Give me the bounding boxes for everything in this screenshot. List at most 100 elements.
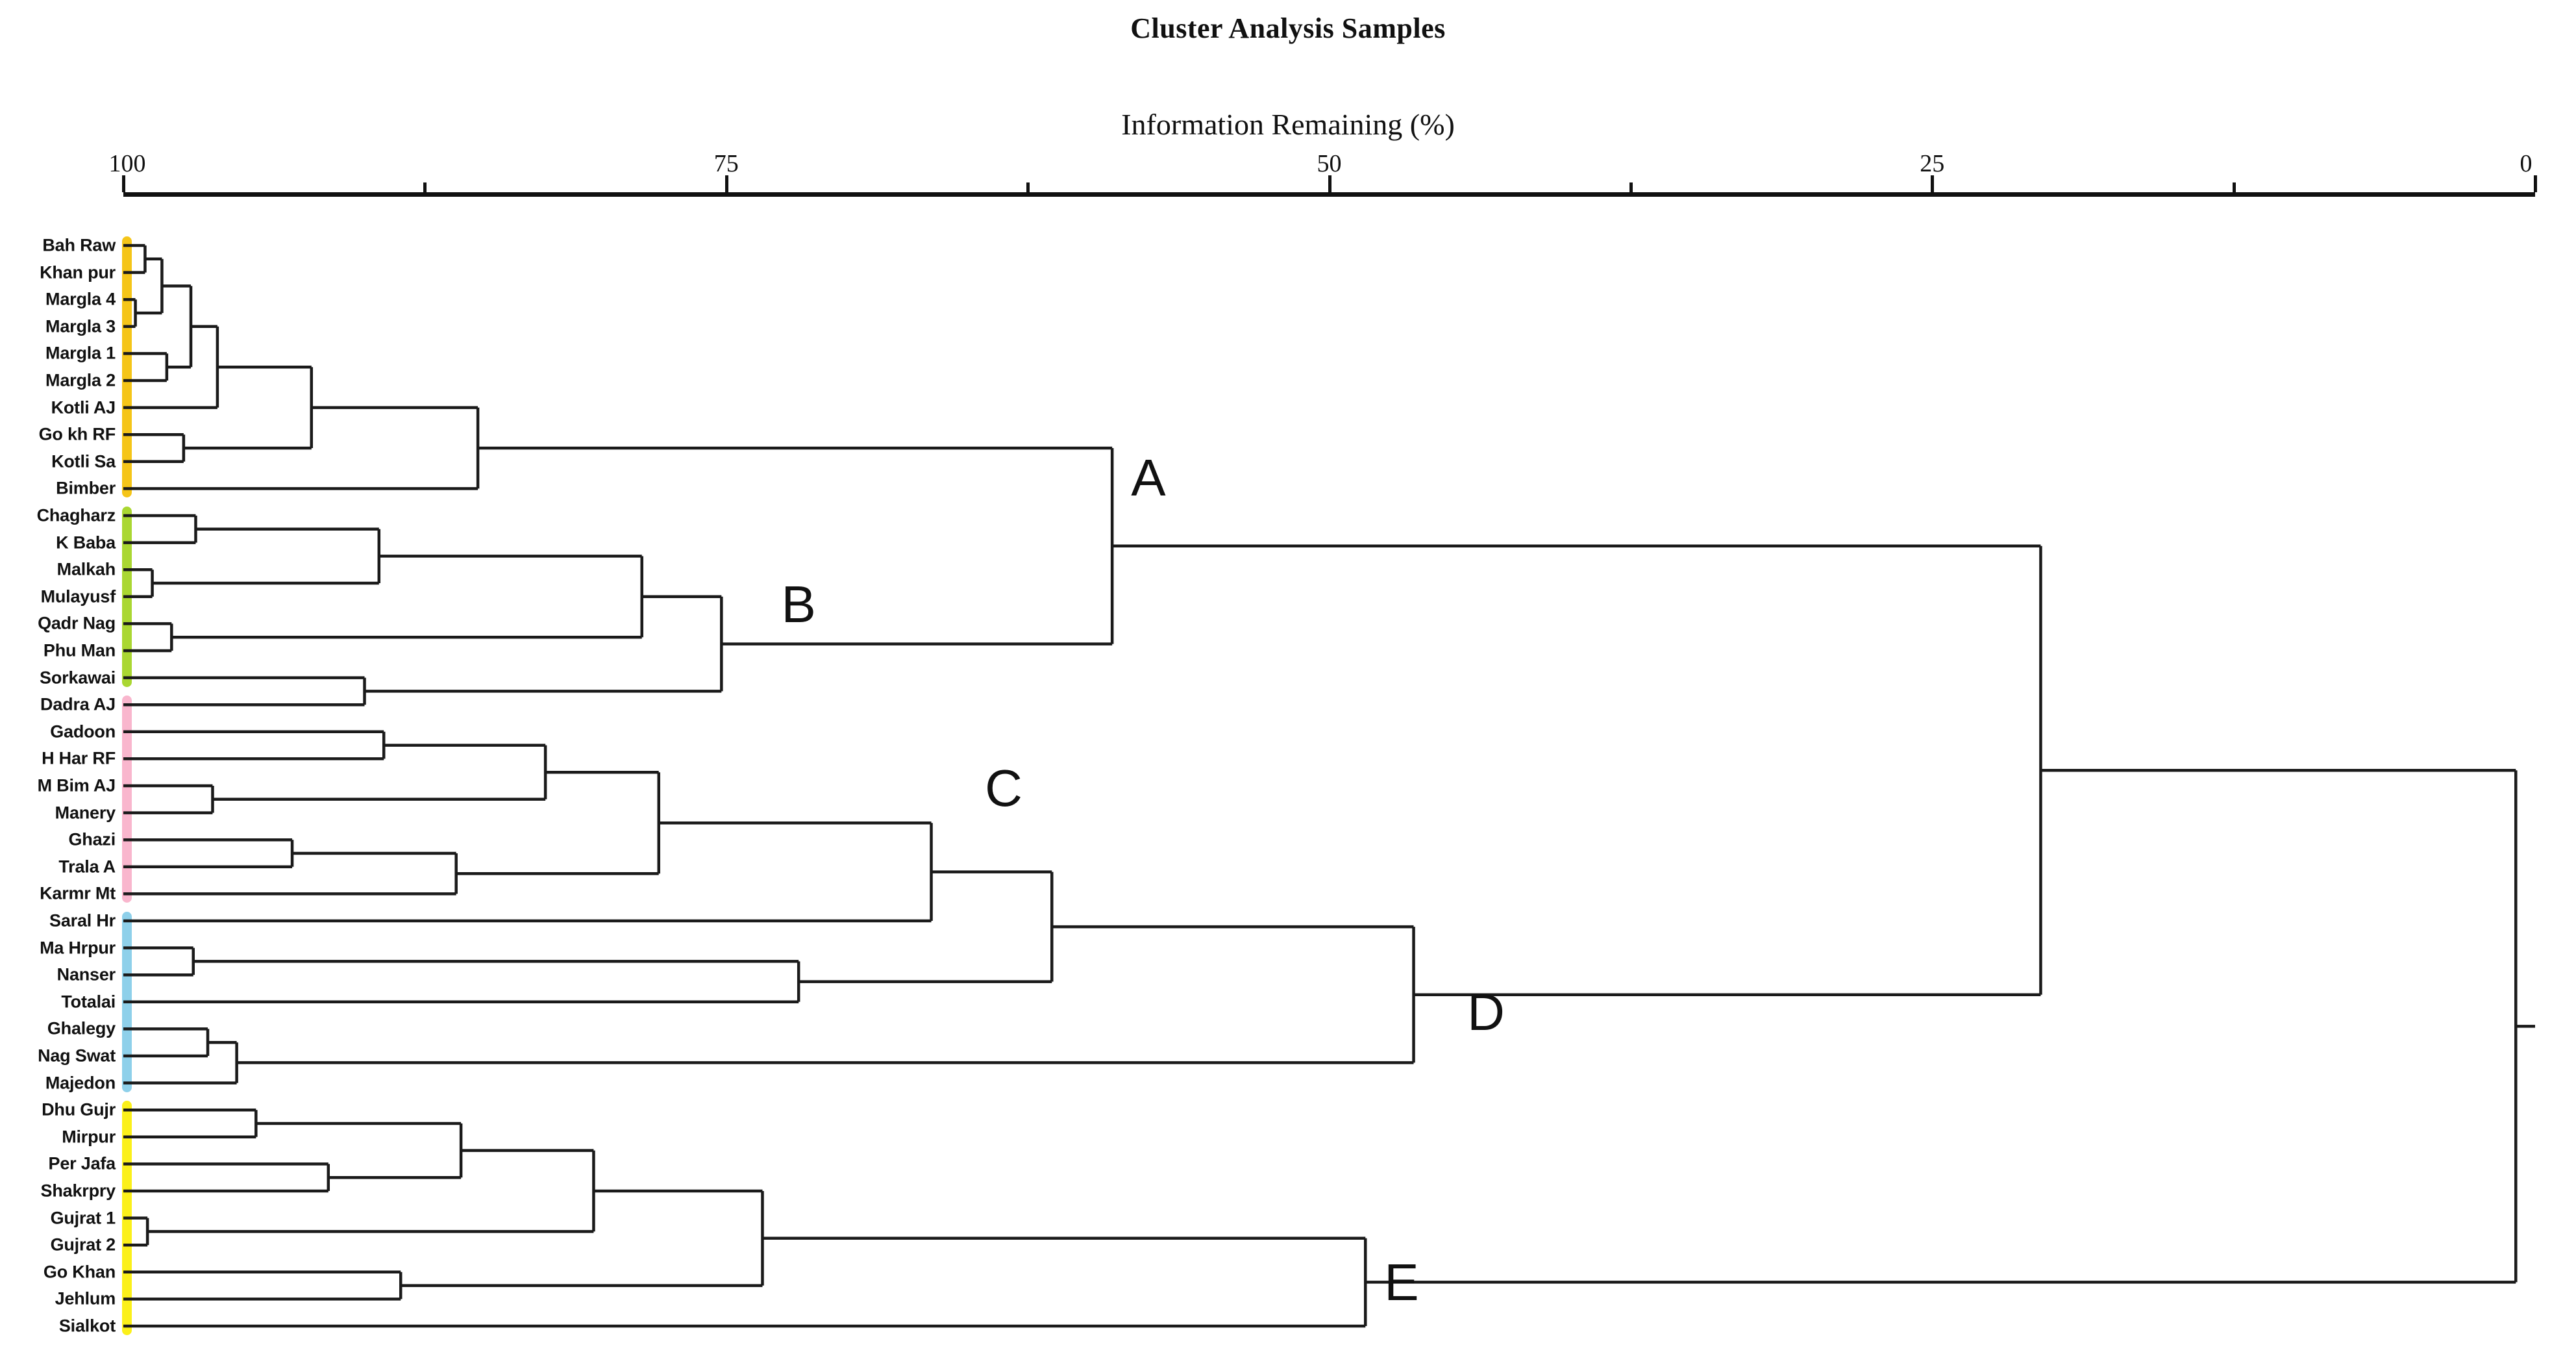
leaf-label: Kotli Sa bbox=[51, 451, 116, 471]
dendrogram-branch bbox=[171, 555, 643, 639]
leaf-label: Nag Swat bbox=[38, 1046, 116, 1066]
leaf-label: Phu Man bbox=[43, 640, 116, 660]
leaf-label: H Har RF bbox=[42, 748, 116, 768]
dendrogram-branch bbox=[212, 744, 547, 801]
cluster-color-bar-a bbox=[122, 236, 132, 498]
leaf-label: Gujrat 1 bbox=[50, 1208, 116, 1228]
dendrogram-branch bbox=[123, 946, 195, 977]
page-title: Cluster Analysis Samples bbox=[1130, 12, 1446, 44]
axis-line bbox=[123, 192, 2535, 197]
dendrogram-branch bbox=[135, 257, 164, 315]
leaf-label: Margla 1 bbox=[45, 343, 116, 363]
leaf-label: Nanser bbox=[56, 964, 116, 984]
leaf-label: M Bim AJ bbox=[37, 775, 116, 796]
leaf-label: Manery bbox=[55, 803, 116, 823]
dendrogram-branch bbox=[364, 595, 723, 693]
leaf-label: K Baba bbox=[56, 533, 116, 553]
dendrogram-branch bbox=[123, 1162, 330, 1193]
dendrogram-branch bbox=[123, 1270, 402, 1301]
cluster-color-bar-c bbox=[122, 696, 132, 903]
leaf-label: Margla 3 bbox=[45, 316, 116, 336]
axis-title: Information Remaining (%) bbox=[1121, 108, 1455, 141]
axis-tick bbox=[1629, 182, 1633, 192]
cluster-letter-b: B bbox=[781, 575, 816, 634]
axis-tick-label: 50 bbox=[1317, 150, 1342, 177]
leaf-label: Totalai bbox=[61, 992, 116, 1012]
leaf-label: Bah Raw bbox=[42, 235, 116, 255]
dendrogram-branch bbox=[123, 1216, 149, 1247]
leaf-label: Khan pur bbox=[40, 262, 116, 282]
leaf-label: Trala A bbox=[58, 857, 116, 877]
axis-tick bbox=[1931, 175, 1935, 192]
dendrogram-branch bbox=[123, 1027, 210, 1058]
dendrogram-branch bbox=[1365, 769, 2518, 1284]
leaf-label: Ghalegy bbox=[47, 1018, 116, 1038]
leaf-label: Mulayusf bbox=[40, 586, 116, 607]
leaf-label: Dhu Gujr bbox=[42, 1099, 116, 1120]
leaf-label: Go kh RF bbox=[38, 424, 116, 444]
leaf-label: Jehlum bbox=[55, 1288, 116, 1309]
dendrogram-branch bbox=[256, 1122, 463, 1179]
leaf-label: Margla 2 bbox=[45, 370, 116, 390]
leaf-label: Margla 4 bbox=[45, 289, 116, 309]
dendrogram-branch bbox=[123, 1236, 1367, 1328]
cluster-letter-a: A bbox=[1131, 448, 1166, 507]
leaf-label: Qadr Nag bbox=[38, 613, 116, 633]
dendrogram-branch bbox=[123, 244, 147, 274]
dendrogram-branch bbox=[123, 784, 214, 814]
dendrogram-branch bbox=[401, 1189, 764, 1287]
axis-tick bbox=[724, 175, 728, 192]
axis-tick bbox=[122, 175, 125, 192]
dendrogram-branch bbox=[123, 730, 386, 760]
dendrogram-branch bbox=[123, 1108, 258, 1139]
axis-tick-label: 0 bbox=[2520, 150, 2533, 177]
axis-tick bbox=[2232, 182, 2236, 192]
axis-tick bbox=[1026, 182, 1030, 192]
dendrogram-branch bbox=[799, 870, 1054, 983]
dendrogram-branch bbox=[123, 851, 458, 896]
leaf-label: Karmr Mt bbox=[40, 883, 116, 903]
axis-tick bbox=[423, 182, 427, 192]
axis-tick bbox=[1328, 175, 1331, 192]
leaf-label: Bimber bbox=[56, 478, 116, 498]
leaf-label: Malkah bbox=[56, 559, 116, 579]
cluster-letter-d: D bbox=[1467, 983, 1505, 1042]
axis-tick-label: 100 bbox=[108, 150, 146, 177]
dendrogram-branch bbox=[123, 1040, 238, 1084]
leaf-label: Mirpur bbox=[62, 1127, 116, 1147]
dendrogram-branch bbox=[123, 514, 197, 544]
cluster-letter-e: E bbox=[1384, 1253, 1419, 1312]
leaf-label: Sialkot bbox=[58, 1316, 116, 1336]
dendrogram-branch bbox=[123, 568, 154, 599]
dendrogram-branch bbox=[123, 622, 173, 653]
leaf-label: Gujrat 2 bbox=[50, 1235, 116, 1255]
leaf-label: Gadoon bbox=[50, 721, 116, 742]
cluster-letter-c: C bbox=[985, 759, 1022, 818]
leaf-label: Saral Hr bbox=[49, 910, 116, 931]
leaf-label: Shakrpry bbox=[40, 1181, 116, 1201]
dendrogram-branch bbox=[123, 352, 169, 382]
dendrogram-branch bbox=[152, 527, 381, 585]
leaf-label: Sorkawai bbox=[40, 668, 116, 688]
leaf-label: Chagharz bbox=[36, 505, 116, 525]
dendrogram-branch bbox=[123, 821, 933, 923]
leaf-label: Ma Hrpur bbox=[40, 938, 116, 958]
axis-tick-label: 25 bbox=[1920, 150, 1945, 177]
leaf-label: Majedon bbox=[45, 1073, 116, 1093]
dendrogram-branch bbox=[123, 676, 366, 707]
leaf-label: Ghazi bbox=[68, 829, 116, 849]
leaf-label: Per Jafa bbox=[48, 1153, 116, 1173]
leaf-label: Go Khan bbox=[43, 1262, 116, 1282]
dendrogram-branch bbox=[236, 925, 1415, 1064]
x-axis: 100 75 50 25 0 bbox=[0, 0, 2576, 197]
axis-tick-label: 75 bbox=[713, 150, 739, 177]
leaf-label: Dadra AJ bbox=[40, 694, 116, 714]
dendrogram-branch bbox=[123, 297, 137, 329]
dendrogram-branch bbox=[123, 960, 800, 1004]
dendrogram-branch bbox=[123, 838, 294, 869]
dendrogram-branch bbox=[123, 433, 186, 464]
dendrogram-branch bbox=[456, 770, 660, 875]
